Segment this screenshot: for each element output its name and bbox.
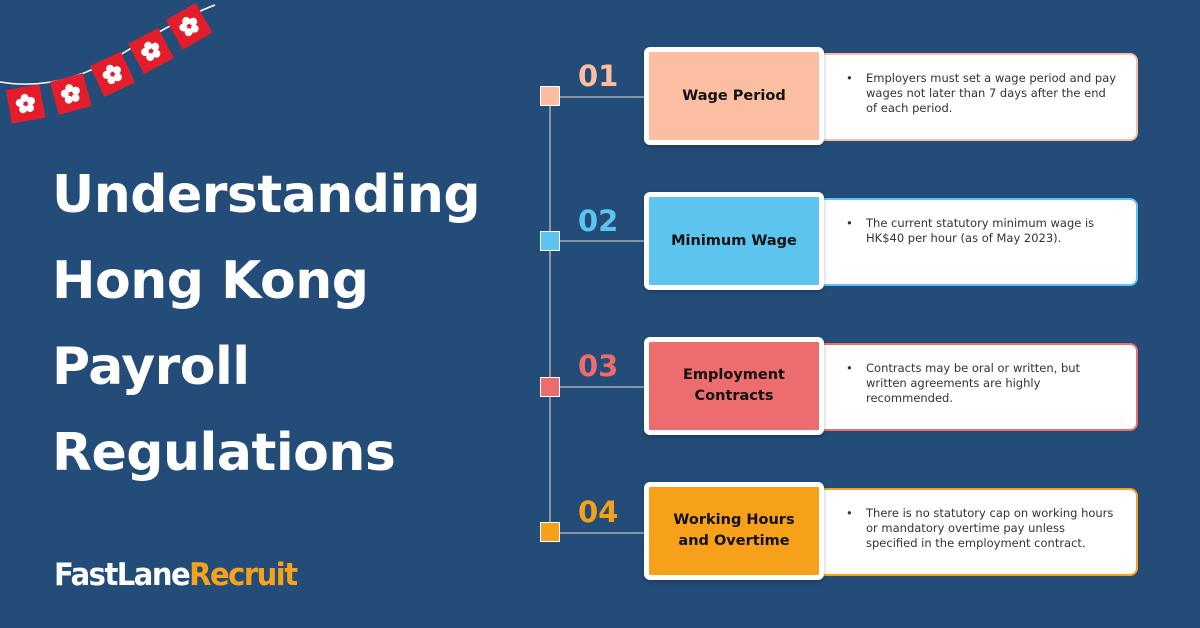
page-title: Understanding Hong Kong Payroll Regulati… (52, 152, 522, 496)
timeline-marker (540, 86, 560, 106)
brand-part-2: Recruit (189, 556, 298, 593)
step-number: 02 (578, 204, 619, 238)
brand-part-1: FastLane (54, 556, 191, 593)
hong-kong-flag-icon (128, 28, 174, 75)
label-card: Employment Contracts (644, 337, 824, 435)
hong-kong-flag-icon (50, 73, 92, 115)
title-line: Regulations (52, 423, 396, 483)
description-card: There is no statutory cap on working hou… (818, 488, 1138, 576)
title-line: Hong Kong (52, 251, 369, 311)
connector-line (551, 240, 647, 242)
timeline-marker (540, 231, 560, 251)
description-card: The current statutory minimum wage is HK… (818, 198, 1138, 286)
connector-line (551, 96, 647, 98)
title-line: Payroll (52, 337, 250, 397)
timeline-line (549, 96, 551, 532)
label-card: Working Hours and Overtime (644, 482, 824, 580)
hong-kong-flag-icon (166, 3, 213, 50)
timeline-marker (540, 377, 560, 397)
hong-kong-flag-icon (90, 51, 136, 97)
title-line: Understanding (52, 165, 481, 225)
description-text: Employers must set a wage period and pay… (846, 71, 1118, 116)
brand-logo: FastLaneRecruit (54, 556, 298, 593)
hong-kong-flag-icon (6, 84, 46, 124)
step-number: 03 (578, 349, 619, 383)
flag-bunting (0, 3, 216, 124)
description-text: There is no statutory cap on working hou… (846, 506, 1118, 551)
description-card: Contracts may be oral or written, but wr… (818, 343, 1138, 431)
step-number: 01 (578, 59, 619, 93)
description-card: Employers must set a wage period and pay… (818, 53, 1138, 141)
label-card: Minimum Wage (644, 192, 824, 290)
description-text: Contracts may be oral or written, but wr… (846, 361, 1118, 406)
timeline-marker (540, 522, 560, 542)
label-card: Wage Period (644, 47, 824, 145)
step-number: 04 (578, 495, 619, 529)
connector-line (551, 386, 647, 388)
description-text: The current statutory minimum wage is HK… (846, 216, 1118, 246)
connector-line (551, 532, 647, 534)
